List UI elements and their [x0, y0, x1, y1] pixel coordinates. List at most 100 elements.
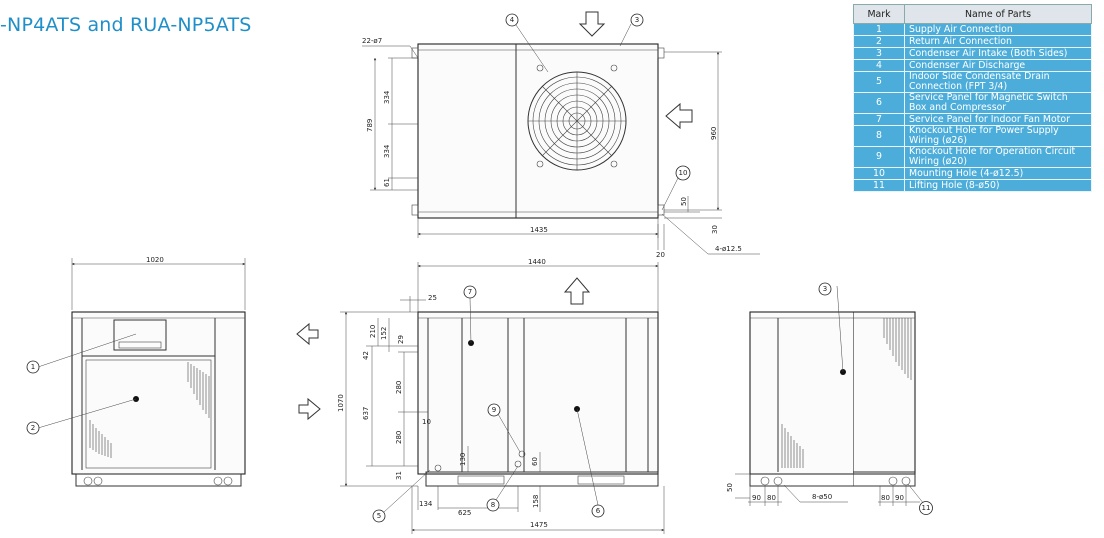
right-view-body: [749, 311, 853, 475]
callout-2: 2: [26, 421, 40, 435]
dim-61: 61: [383, 178, 391, 187]
front-view: 1440 25 1070 637 42 210 152 29: [296, 258, 665, 534]
left-side-view: 1020: [37, 256, 246, 487]
dim-210: 210: [369, 325, 377, 338]
return-air-arrow-icon: [298, 397, 321, 421]
svg-text:7: 7: [468, 288, 472, 296]
top-view: 22-ø7 789 334 334 61 960 1435 50 30 20 4…: [362, 11, 760, 259]
dim-80b: 80: [881, 494, 890, 502]
supply-air-duct: [113, 319, 167, 351]
part-mark: 4: [853, 59, 905, 72]
part-name: Knockout Hole for Operation Circuit Wiri…: [904, 146, 1092, 168]
svg-text:9: 9: [492, 406, 496, 414]
svg-text:3: 3: [823, 285, 827, 293]
part-mark: 9: [853, 146, 905, 168]
part-name: Service Panel for Magnetic Switch Box an…: [904, 92, 1092, 114]
dim-31: 31: [395, 471, 403, 480]
svg-text:2: 2: [31, 424, 35, 432]
right-side-view: 50 90 80 8-ø50: [726, 285, 853, 506]
dim-960: 960: [710, 127, 718, 140]
dim-30: 30: [711, 225, 719, 234]
callout-4: 4: [505, 13, 519, 27]
mark-header: Mark: [853, 4, 905, 24]
part-name: Knockout Hole for Power Supply Wiring (ø…: [904, 125, 1092, 147]
dim-280b: 280: [395, 431, 403, 444]
svg-text:4: 4: [510, 16, 515, 24]
dim-60: 60: [531, 457, 539, 466]
callout-1: 1: [26, 360, 40, 374]
dim-1435: 1435: [530, 226, 548, 234]
dim-1070: 1070: [337, 394, 345, 412]
dim-80a: 80: [767, 494, 776, 502]
dim-42: 42: [362, 351, 370, 360]
part-name: Mounting Hole (4-ø12.5): [904, 167, 1092, 180]
callout-8: 8: [486, 498, 500, 512]
dim-holes: 22-ø7: [362, 37, 382, 45]
dim-50: 50: [680, 197, 688, 206]
dim-lift: 8-ø50: [812, 493, 832, 501]
dim-90a: 90: [752, 494, 761, 502]
callout-3-top: 3: [630, 13, 644, 27]
dim-152: 152: [380, 327, 388, 340]
dim-637: 637: [362, 407, 370, 420]
svg-text:6: 6: [596, 507, 601, 515]
svg-text:5: 5: [377, 512, 381, 520]
air-intake-arrow-icon: [578, 11, 606, 37]
part-name: Service Panel for Indoor Fan Motor: [904, 113, 1092, 126]
dim-334b: 334: [383, 144, 391, 158]
dim-mount: 4-ø12.5: [715, 245, 742, 253]
page-title: -NP4ATS and RUA-NP5ATS: [0, 14, 252, 36]
left-view-body: [71, 311, 246, 475]
svg-text:1: 1: [31, 363, 35, 371]
condenser-coil-lines: [781, 424, 804, 468]
svg-text:8: 8: [491, 501, 495, 509]
dim-789: 789: [366, 119, 374, 132]
callout-6: 6: [591, 504, 605, 518]
callout-10: 10: [675, 165, 691, 181]
part-name: Supply Air Connection: [904, 23, 1092, 36]
dim-29: 29: [397, 335, 405, 344]
callout-7: 7: [463, 285, 477, 299]
dim-134: 134: [419, 500, 433, 508]
part-mark: 2: [853, 35, 905, 48]
air-intake-arrow-icon: [665, 102, 693, 130]
part-mark: 7: [853, 113, 905, 126]
dim-334a: 334: [383, 90, 391, 104]
callout-9: 9: [487, 403, 501, 417]
part-mark: 5: [853, 71, 905, 93]
part-mark: 8: [853, 125, 905, 147]
dim-158: 158: [532, 495, 540, 508]
part-mark: 10: [853, 167, 905, 180]
callout-11: 11: [919, 501, 933, 515]
dim-25: 25: [428, 294, 437, 302]
part-name: Condenser Air Discharge: [904, 59, 1092, 72]
part-mark: 11: [853, 179, 905, 192]
part-mark: 6: [853, 92, 905, 114]
svg-text:11: 11: [922, 504, 931, 512]
dim-90b: 90: [895, 494, 904, 502]
part-name: Indoor Side Condensate Drain Connection …: [904, 71, 1092, 93]
technical-drawing: 22-ø7 789 334 334 61 960 1435 50 30 20 4…: [26, 11, 853, 534]
dim-20: 20: [656, 251, 665, 259]
dim-1440: 1440: [528, 258, 546, 266]
part-name: Return Air Connection: [904, 35, 1092, 48]
dim-130: 130: [459, 453, 467, 466]
dim-1475: 1475: [530, 521, 548, 529]
dim-10: 10: [422, 418, 431, 426]
svg-text:10: 10: [679, 169, 688, 177]
dim-280a: 280: [395, 381, 403, 394]
discharge-arrow-icon: [563, 277, 591, 305]
callout-3-side: 3: [818, 282, 832, 296]
